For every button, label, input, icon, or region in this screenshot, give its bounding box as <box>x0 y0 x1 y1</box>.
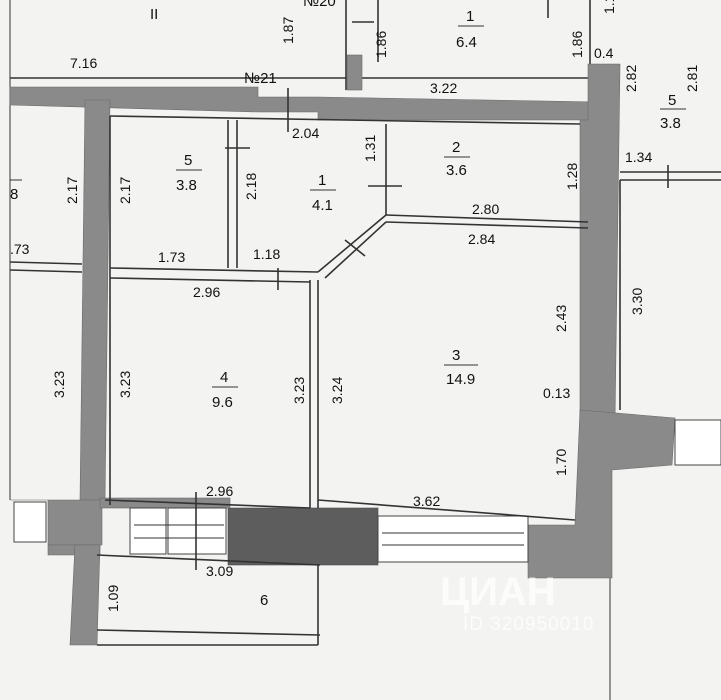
dim-3-24: 3.24 <box>329 377 345 404</box>
dim-2-82: 2.82 <box>623 65 639 92</box>
svg-text:3.6: 3.6 <box>446 162 467 179</box>
wall-diagonal-inner <box>324 221 387 279</box>
window-bottom-3 <box>377 515 529 563</box>
wall-bottom-dark-block <box>227 507 379 566</box>
wall-left-vertical <box>79 99 111 501</box>
svg-text:14.9: 14.9 <box>446 371 475 388</box>
section-label: II <box>150 6 158 23</box>
dim-3-30: 3.30 <box>629 288 645 315</box>
dim-3-09: 3.09 <box>206 563 233 579</box>
window-bottom-1 <box>129 507 167 555</box>
wall-right-lower <box>527 409 676 579</box>
svg-text:5: 5 <box>668 92 676 109</box>
dim-3-22: 3.22 <box>430 80 457 96</box>
cian-listing-id: ID 320950010 <box>463 614 594 635</box>
wall-room2-bottom <box>385 214 589 223</box>
room-6: 6 <box>260 592 268 609</box>
wall-bottom-vertical <box>69 544 101 646</box>
room-1: 1 4.1 <box>310 172 336 214</box>
wall-room3-bottom <box>317 499 576 521</box>
room-5-right: 5 3.8 <box>660 92 686 132</box>
svg-text:6.4: 6.4 <box>456 34 477 51</box>
dim-1-28: 1.28 <box>564 163 580 190</box>
svg-text:3.8: 3.8 <box>176 177 197 194</box>
room-1-top: 1 6.4 <box>456 8 484 51</box>
wall-room6-bottom <box>96 629 321 636</box>
room-no-20: №20 <box>303 0 336 10</box>
dim-2-04: 2.04 <box>292 125 319 141</box>
wall-left-room-bottom-2 <box>9 269 83 273</box>
dim-1-18: 1.18 <box>253 246 280 262</box>
wall-room3-top <box>385 221 589 229</box>
window-bottom-2 <box>167 507 227 555</box>
dim-2-18: 2.18 <box>243 173 259 200</box>
dim-1-31: 1.31 <box>362 135 378 162</box>
svg-text:1: 1 <box>318 172 326 189</box>
room-2-left: 8 <box>10 179 22 203</box>
dim-1-87: 1.87 <box>280 17 296 44</box>
svg-text:8: 8 <box>10 186 18 203</box>
dim-1-09: 1.09 <box>105 585 121 612</box>
svg-text:5: 5 <box>184 152 192 169</box>
dim-1-73: 1.73 <box>158 249 185 265</box>
dim-2-84: 2.84 <box>468 231 495 247</box>
dim-1-70: 1.70 <box>553 449 569 476</box>
window-left <box>13 501 47 543</box>
wall-rooms-top <box>109 115 581 125</box>
dim-left-73: .73 <box>10 241 30 257</box>
wall-room6-top <box>96 554 321 566</box>
dim-1-1: 1.1 <box>601 0 617 14</box>
svg-text:9.6: 9.6 <box>212 394 233 411</box>
dim-2-17-right: 2.17 <box>117 177 133 204</box>
dim-3-23-left: 3.23 <box>51 371 67 398</box>
dim-3-23-right: 3.23 <box>291 377 307 404</box>
dim-0-4: 0.4 <box>594 45 614 61</box>
dim-2-80: 2.80 <box>472 201 499 217</box>
dim-3-62: 3.62 <box>413 493 440 509</box>
wall-column-top <box>346 54 363 91</box>
dim-0-13: 0.13 <box>543 385 570 401</box>
dim-2-96-top: 2.96 <box>193 284 220 300</box>
svg-text:3: 3 <box>452 347 460 364</box>
wall-room4-bottom <box>104 499 311 509</box>
wall-diagonal-outer <box>317 214 387 273</box>
dim-7-16: 7.16 <box>70 55 97 71</box>
room-4: 4 9.6 <box>212 369 238 411</box>
room-3: 3 14.9 <box>444 347 478 388</box>
dim-2-17-left: 2.17 <box>64 177 80 204</box>
wall-room4-top <box>109 277 311 283</box>
cian-watermark: ЦИАН ID 320950010 <box>440 570 594 635</box>
dim-1-34: 1.34 <box>625 149 652 165</box>
svg-text:3.8: 3.8 <box>660 115 681 132</box>
wall-left-room-bottom <box>9 261 83 265</box>
wall-room5-bottom <box>109 267 319 273</box>
window-right <box>674 419 721 466</box>
svg-text:2: 2 <box>452 139 460 156</box>
room-2: 2 3.6 <box>444 139 470 179</box>
dim-1-86-left: 1.86 <box>373 31 389 58</box>
room-no-21: №21 <box>244 70 277 87</box>
room-5: 5 3.8 <box>176 152 202 194</box>
cian-logo-text: ЦИАН <box>440 570 556 614</box>
svg-text:4.1: 4.1 <box>312 197 333 214</box>
svg-text:4: 4 <box>220 369 228 386</box>
dim-2-43: 2.43 <box>553 305 569 332</box>
dim-3-23-mid: 3.23 <box>117 371 133 398</box>
dim-1-86-right: 1.86 <box>569 31 585 58</box>
dim-2-81: 2.81 <box>684 65 700 92</box>
svg-text:1: 1 <box>466 8 474 25</box>
dim-2-96-bottom: 2.96 <box>206 483 233 499</box>
